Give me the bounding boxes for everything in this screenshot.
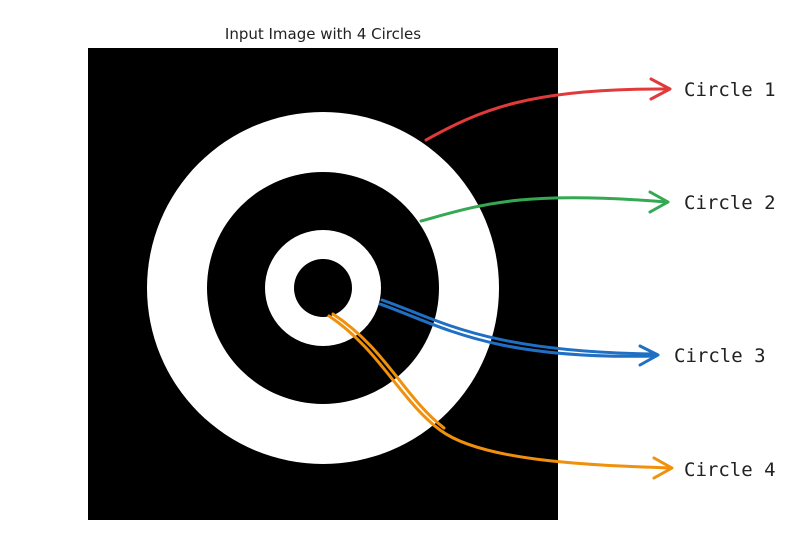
circle-1-label: Circle 1 <box>684 79 776 101</box>
arrow-circle-2 <box>419 190 670 223</box>
circle-2-label: Circle 2 <box>684 192 776 214</box>
circle-4-label: Circle 4 <box>684 459 776 481</box>
circle-3-label: Circle 3 <box>674 345 766 367</box>
circle-4-disc <box>294 259 352 317</box>
arrows <box>327 77 674 480</box>
input-image <box>88 48 558 520</box>
arrow-circle-1 <box>424 77 672 142</box>
figure-title: Input Image with 4 Circles <box>225 25 421 43</box>
arrow-circle-3 <box>378 298 660 367</box>
arrow-circle-4 <box>327 312 674 480</box>
